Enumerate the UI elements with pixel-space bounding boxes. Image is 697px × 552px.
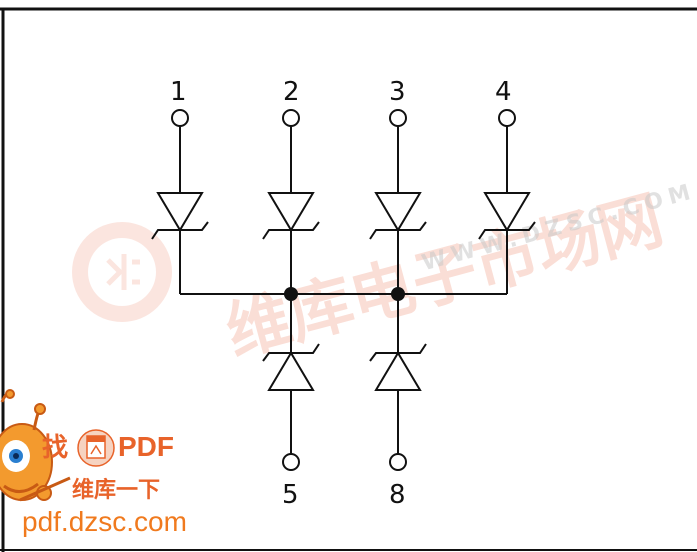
bottom-pins: 5 8	[282, 453, 407, 510]
corner-url-text: pdf.dzsc.com	[22, 506, 187, 537]
pin-label-1: 1	[170, 77, 187, 107]
pin-1: 1	[170, 77, 189, 127]
pin-label-4: 4	[495, 77, 512, 107]
pin-4: 4	[495, 77, 516, 127]
pin-8: 8	[389, 453, 407, 510]
zener-diode-3	[369, 126, 427, 294]
pin-label-2: 2	[283, 77, 300, 107]
pin-3: 3	[389, 77, 407, 127]
top-zener-diodes	[151, 126, 536, 294]
corner-sub-text: 维库一下	[72, 477, 160, 503]
zener-diode-2	[262, 126, 320, 294]
zener-diode-8	[369, 294, 427, 454]
mascot-icon	[0, 389, 71, 502]
pin-label-8: 8	[389, 480, 406, 510]
zener-diode-1	[151, 126, 209, 294]
zener-diode-5	[262, 294, 320, 454]
pdf-document-icon	[77, 429, 115, 467]
pin-label-3: 3	[389, 77, 406, 107]
pin-label-5: 5	[282, 480, 299, 510]
bottom-zener-diodes	[262, 294, 427, 454]
corner-find-text: 找	[42, 433, 68, 463]
corner-pdf-text: PDF	[118, 431, 174, 462]
pin-2: 2	[282, 77, 300, 127]
pin-5: 5	[282, 453, 300, 510]
top-pins: 1 2 3 4	[170, 77, 516, 127]
zener-diode-4	[478, 126, 536, 294]
corner-logo[interactable]: 找 PDF 维库一下 pdf.dzsc.com	[0, 389, 187, 537]
